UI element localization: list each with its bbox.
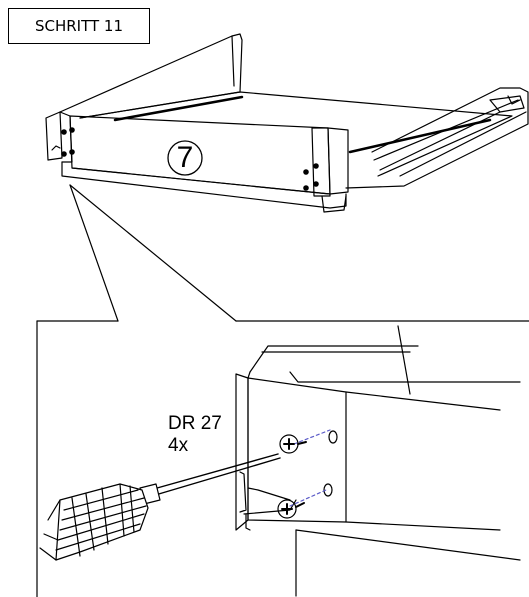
fastener-callout: DR 27 4x bbox=[168, 413, 222, 457]
detail-drawing bbox=[235, 325, 521, 597]
zoom-callout bbox=[36, 184, 529, 597]
part-number: 7 bbox=[176, 141, 194, 174]
screwdriver-icon bbox=[39, 453, 281, 561]
screw-icon bbox=[277, 499, 305, 519]
fastener-quantity: 4x bbox=[168, 435, 189, 456]
step-label: SCHRITT 11 bbox=[8, 8, 150, 44]
drawer-drawing bbox=[45, 33, 529, 213]
fastener-code: DR 27 bbox=[168, 413, 222, 434]
screw-icon bbox=[279, 434, 307, 454]
